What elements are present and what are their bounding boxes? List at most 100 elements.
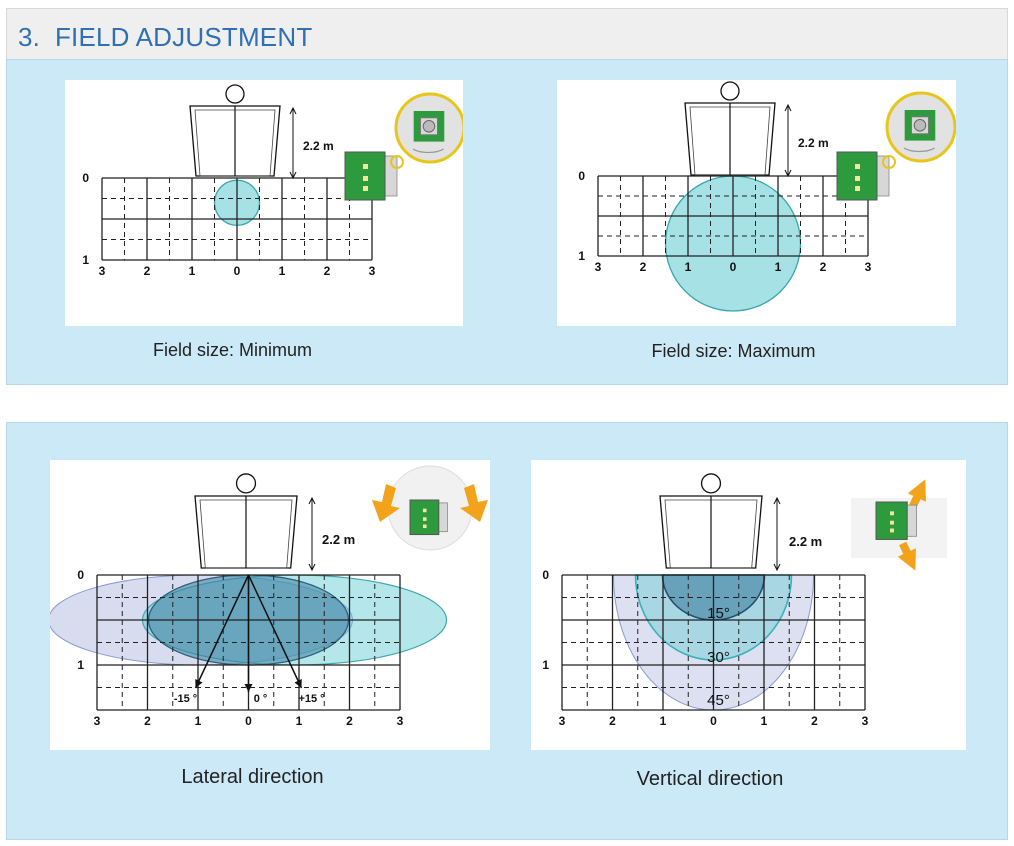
potentiometer-ring: [390, 155, 404, 169]
angle-label: -15 °: [174, 693, 197, 705]
door-inner: [689, 106, 771, 176]
height-marker: 2.2 m: [308, 496, 355, 572]
y-tick-label: 0: [578, 169, 585, 183]
x-tick-label: 0: [234, 264, 241, 278]
tilt-arrow-up: [907, 479, 926, 509]
rotate-arrow-right: [460, 484, 488, 522]
arrow-head: [308, 563, 316, 572]
x-tick-label: 3: [369, 264, 376, 278]
potentiometer-ring: [882, 155, 896, 169]
x-tick-label: 1: [195, 714, 202, 728]
direction-arrow: [194, 574, 250, 689]
y-tick-label: 1: [77, 658, 84, 672]
x-tick-label: 3: [99, 264, 106, 278]
potentiometer-knob: [422, 120, 436, 133]
height-label: 2.2 m: [322, 532, 355, 547]
rotate-arrow-left: [372, 484, 400, 522]
x-tick-label: 2: [324, 264, 331, 278]
x-tick-label: 1: [761, 714, 768, 728]
y-tick-label: 1: [82, 253, 89, 267]
lateral-card: 2.2 m3210123012-15 °0 °+15 °: [48, 460, 490, 762]
sensor-chip: [363, 164, 368, 169]
sensor-chip: [890, 511, 894, 516]
grid: [561, 574, 866, 711]
x-tick-label: 0: [710, 714, 717, 728]
caption-minimum: Field size: Minimum: [152, 340, 313, 360]
field-maximum-diagram: 2.2 m3210123012: [578, 81, 957, 343]
sensor-chip: [890, 520, 894, 525]
potentiometer-knob: [913, 119, 927, 132]
x-tick-label: 2: [346, 714, 353, 728]
x-tick-label: 2: [811, 714, 818, 728]
x-tick-label: 3: [559, 714, 566, 728]
height-marker: 2.2 m: [773, 496, 822, 572]
direction-arrow: [247, 574, 303, 689]
person-circle-icon: [700, 473, 722, 494]
lateral-direction-diagram: 2.2 m3210123012-15 °0 °+15 °: [48, 465, 488, 762]
tilt-arrow-down: [897, 541, 916, 571]
sensor-board: [875, 501, 908, 540]
arrow-head: [289, 106, 297, 115]
rotate-hint: [903, 147, 935, 153]
x-tick-label: 0: [730, 260, 737, 274]
section-title: 3. FIELD ADJUSTMENT: [18, 22, 313, 52]
field-minimum-card: 2.2 m3210123012: [65, 80, 466, 349]
door-frame-icon: [659, 473, 763, 569]
x-tick-label: 1: [189, 264, 196, 278]
arrow-head: [244, 684, 253, 692]
sensor-chip: [363, 176, 368, 181]
y-tick-label: 2: [542, 748, 549, 750]
door-inner: [194, 109, 276, 177]
sensor-chip: [422, 508, 427, 513]
sensor-chip: [855, 186, 860, 191]
x-tick-label: 3: [862, 714, 869, 728]
field-maximum-card: 2.2 m3210123012: [557, 80, 957, 343]
y-tick-label: 0: [82, 171, 89, 185]
y-tick-label: 1: [578, 249, 585, 263]
height-label: 2.2 m: [789, 534, 822, 549]
angle-label: 45°: [707, 692, 730, 709]
grid: [597, 175, 869, 257]
height-label: 2.2 m: [303, 139, 334, 153]
caption-maximum: Field size: Maximum: [651, 341, 816, 361]
sensor-module-icon: [409, 499, 448, 536]
rotate-arrows-icon: [372, 465, 488, 551]
x-tick-label: 1: [296, 714, 303, 728]
x-tick-label: 3: [865, 260, 872, 274]
angle-label: 30°: [707, 649, 730, 666]
caption-vertical: Vertical direction: [636, 768, 784, 790]
sensor-module-icon: [344, 151, 404, 201]
angle-label: +15 °: [298, 693, 324, 705]
person-circle-icon: [225, 84, 245, 104]
section-header: 3. FIELD ADJUSTMENT: [6, 8, 1008, 60]
height-marker: 2.2 m: [784, 103, 829, 178]
x-tick-label: 3: [397, 714, 404, 728]
vertical-direction-diagram: 2.2 m321012301215°30°45°: [542, 473, 947, 762]
door-inner: [199, 499, 293, 569]
person-circle-icon: [235, 473, 257, 494]
arrow-head: [784, 103, 792, 112]
door-frame-icon: [194, 473, 298, 569]
x-tick-label: 3: [595, 260, 602, 274]
caption-lateral: Lateral direction: [181, 766, 324, 788]
sensor-module-icon: [836, 151, 896, 201]
angle-label: 0 °: [254, 693, 268, 705]
y-tick-label: 2: [77, 748, 84, 750]
door-frame-icon: [684, 81, 776, 176]
field-minimum-diagram: 2.2 m3210123012: [82, 84, 466, 349]
arrow-head: [294, 679, 302, 688]
x-tick-label: 2: [609, 714, 616, 728]
x-tick-label: 0: [245, 714, 252, 728]
door-inner: [664, 499, 758, 569]
person-circle-icon: [720, 81, 740, 101]
potentiometer-zoom-icon: [394, 92, 466, 164]
arrow-head: [308, 496, 316, 505]
arrow-head: [195, 679, 203, 688]
height-label: 2.2 m: [798, 136, 829, 150]
x-tick-label: 3: [94, 714, 101, 728]
potentiometer-zoom-icon: [885, 91, 957, 163]
x-tick-label: 2: [640, 260, 647, 274]
x-tick-label: 1: [660, 714, 667, 728]
arrow-head: [773, 563, 781, 572]
height-marker: 2.2 m: [289, 106, 334, 180]
